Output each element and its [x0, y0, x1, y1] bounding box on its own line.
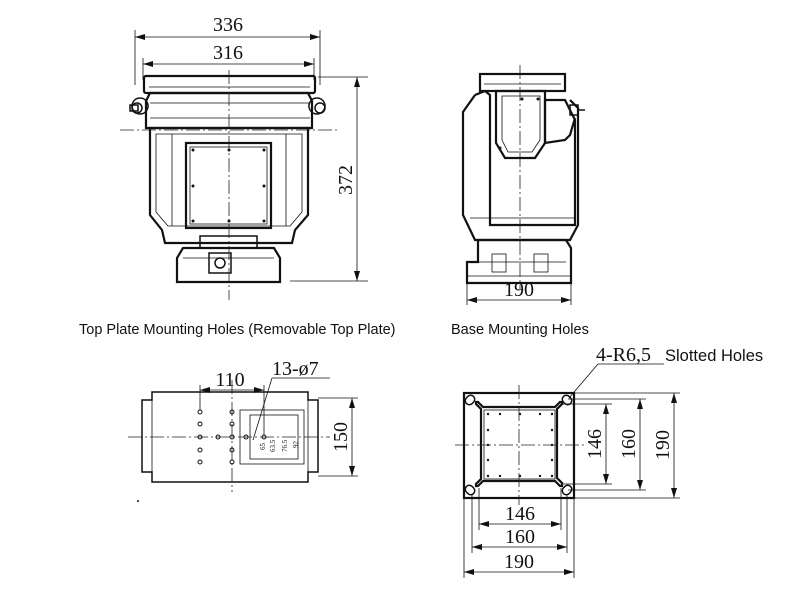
dim-base-146-h: 146: [505, 503, 535, 525]
dim-side-190: 190: [504, 279, 534, 301]
front-view: 336 316 372: [120, 14, 368, 300]
top-plate-caption: Top Plate Mounting Holes (Removable Top …: [79, 322, 396, 338]
slotted-holes-label: Slotted Holes: [665, 347, 764, 365]
dim-base-160-v: 160: [618, 429, 640, 459]
dim-336: 336: [213, 14, 243, 36]
dim-372: 372: [335, 165, 357, 195]
dim-small-65: 65: [259, 443, 267, 451]
side-view: 190: [461, 65, 585, 305]
dim-base-slots: 4-R6,5: [596, 344, 651, 366]
dim-base-190-v: 190: [652, 430, 674, 460]
dim-base-146-v: 146: [584, 429, 606, 459]
dim-110: 110: [215, 369, 244, 391]
dim-base-190-h: 190: [504, 551, 534, 573]
dim-small-92: 92: [292, 441, 300, 449]
dim-base-160-h: 160: [505, 526, 535, 548]
dim-small-63-5: 63.5: [269, 439, 277, 452]
top-plate-view: 65 63.5 76.5 92 110 13-ø7 150: [128, 358, 358, 502]
base-caption: Base Mounting Holes: [451, 322, 589, 338]
dim-13-holes: 13-ø7: [272, 358, 319, 380]
base-view: 4-R6,5 146 160 190 146 160 190: [455, 344, 680, 578]
dim-150: 150: [330, 422, 352, 452]
dim-316: 316: [213, 42, 243, 64]
dim-small-76-5: 76.5: [281, 439, 289, 452]
